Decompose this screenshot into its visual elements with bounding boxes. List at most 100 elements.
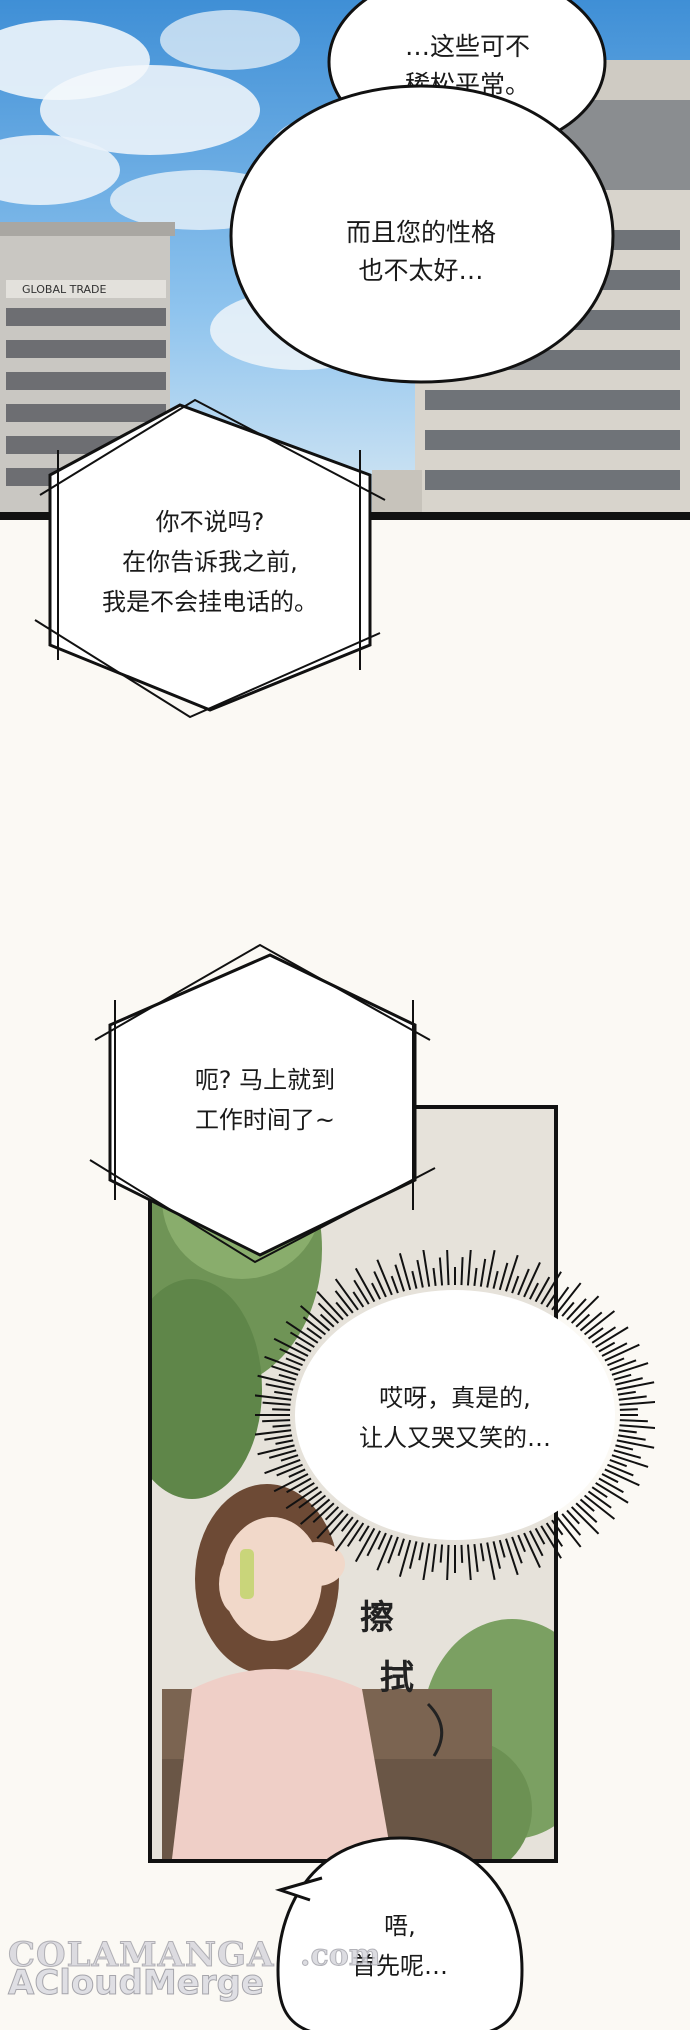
burst-spike [466, 1250, 472, 1286]
burst-spike [540, 1271, 562, 1305]
burst-spike [613, 1373, 632, 1381]
sfx-char-1: 擦 [360, 1598, 394, 1638]
burst-spike [275, 1439, 294, 1445]
burst-spike [272, 1408, 291, 1411]
burst-spike [617, 1390, 636, 1396]
burst-spike [446, 1250, 450, 1286]
burst-spike [523, 1262, 541, 1298]
burst-spike [473, 1543, 479, 1573]
burst-spike [298, 1482, 315, 1494]
burst-spike [618, 1395, 647, 1401]
bubble-6-line-1: 唔, [384, 1912, 416, 1940]
burst-spike [618, 1429, 637, 1434]
burst-spike [607, 1357, 625, 1367]
burst-spike [264, 1434, 293, 1441]
burst-spike [257, 1374, 295, 1386]
burst-spike [317, 1302, 340, 1324]
burst-spike [579, 1311, 603, 1332]
burst-spike [583, 1310, 616, 1336]
bubble-4-line-1: 呃? 马上就到 [194, 1066, 336, 1094]
burst-spike [387, 1536, 399, 1564]
burst-spike [273, 1337, 309, 1357]
burst-spike [511, 1536, 523, 1564]
bubble-5-text: 哎呀，真是的, 让人又哭又笑的… [255, 1378, 655, 1458]
burst-spike [299, 1305, 331, 1332]
burst-spike [418, 1542, 424, 1561]
burst-spike [352, 1291, 365, 1308]
burst-bubble-5 [255, 1250, 655, 1580]
burst-spike [505, 1254, 519, 1292]
burst-spike [276, 1463, 303, 1477]
burst-spike [595, 1482, 629, 1504]
burst-spike [416, 1259, 424, 1288]
burst-spike [529, 1282, 539, 1300]
burst-spike [609, 1459, 628, 1468]
burst-spike [601, 1342, 628, 1357]
burst-spike [319, 1313, 335, 1328]
burst-spike [511, 1275, 520, 1294]
bubble-3-text: 你不说吗? 在你告诉我之前, 我是不会挂电话的。 [30, 502, 390, 622]
burst-spike [394, 1264, 405, 1292]
burst-spike [604, 1343, 640, 1362]
burst-spike [272, 1424, 291, 1428]
burst-spike [619, 1424, 655, 1429]
burst-spike [353, 1279, 370, 1305]
burst-spike [285, 1320, 319, 1344]
burst-spike [377, 1532, 387, 1550]
burst-spike [579, 1498, 595, 1512]
burst-spike [523, 1532, 541, 1568]
burst-spike [566, 1509, 580, 1525]
burst-spike [268, 1449, 297, 1459]
burst-spike [422, 1250, 431, 1287]
burst-spike [604, 1468, 640, 1487]
bubble-2-line-2: 也不太好… [358, 256, 484, 285]
bubble-2-line-1: 而且您的性格 [345, 218, 496, 247]
bubble-6-line-2: 首先呢… [352, 1952, 448, 1980]
burst-spike [575, 1313, 591, 1328]
burst-spike [264, 1355, 301, 1371]
burst-spike [534, 1527, 546, 1545]
burst-spike [265, 1383, 294, 1391]
burst-spike [587, 1327, 604, 1340]
burst-spike [591, 1486, 608, 1499]
burst-spike [294, 1341, 312, 1353]
burst-spike [598, 1477, 624, 1494]
sfx-char-2: 拭 [380, 1658, 414, 1698]
burst-spike [366, 1530, 381, 1557]
bubble-1-line-1: …这些可不 [404, 32, 530, 61]
burst-spike [498, 1262, 509, 1291]
burst-spike [274, 1390, 293, 1396]
burst-spike [376, 1534, 393, 1571]
burst-spike [534, 1276, 551, 1303]
bubble-4-line-2: 工作时间了~ [194, 1106, 336, 1134]
burst-spike [479, 1258, 487, 1287]
burst-spike [566, 1298, 587, 1321]
burst-spike [255, 1394, 292, 1401]
burst-spike [492, 1270, 499, 1289]
burst-spike [498, 1539, 506, 1558]
sfx-curve-mark [426, 1702, 444, 1757]
burst-spike [312, 1502, 335, 1523]
burst-spike [611, 1362, 649, 1376]
burst-spike [492, 1541, 502, 1569]
burst-spike [551, 1286, 570, 1311]
burst-spike [262, 1401, 291, 1406]
burst-spike [431, 1543, 437, 1573]
burst-spike [615, 1377, 643, 1386]
burst-spike [373, 1271, 387, 1298]
bubble-2-text: 而且您的性格 也不太好… [225, 214, 617, 290]
burst-spike [334, 1278, 359, 1311]
burst-spike [432, 1267, 437, 1287]
burst-spike [551, 1519, 564, 1536]
bubble-3-line-3: 我是不会挂电话的。 [102, 588, 318, 616]
burst-spike [354, 1267, 376, 1303]
burst-spike [279, 1347, 306, 1362]
burst-spike [617, 1434, 646, 1441]
burst-spike [556, 1282, 582, 1314]
burst-spike [371, 1282, 381, 1300]
burst-spike [299, 1498, 331, 1525]
burst-spike [273, 1473, 309, 1493]
burst-spike [439, 1544, 444, 1563]
bubble-4-text: 呃? 马上就到 工作时间了~ [85, 1060, 445, 1140]
burst-spike [264, 1459, 301, 1475]
